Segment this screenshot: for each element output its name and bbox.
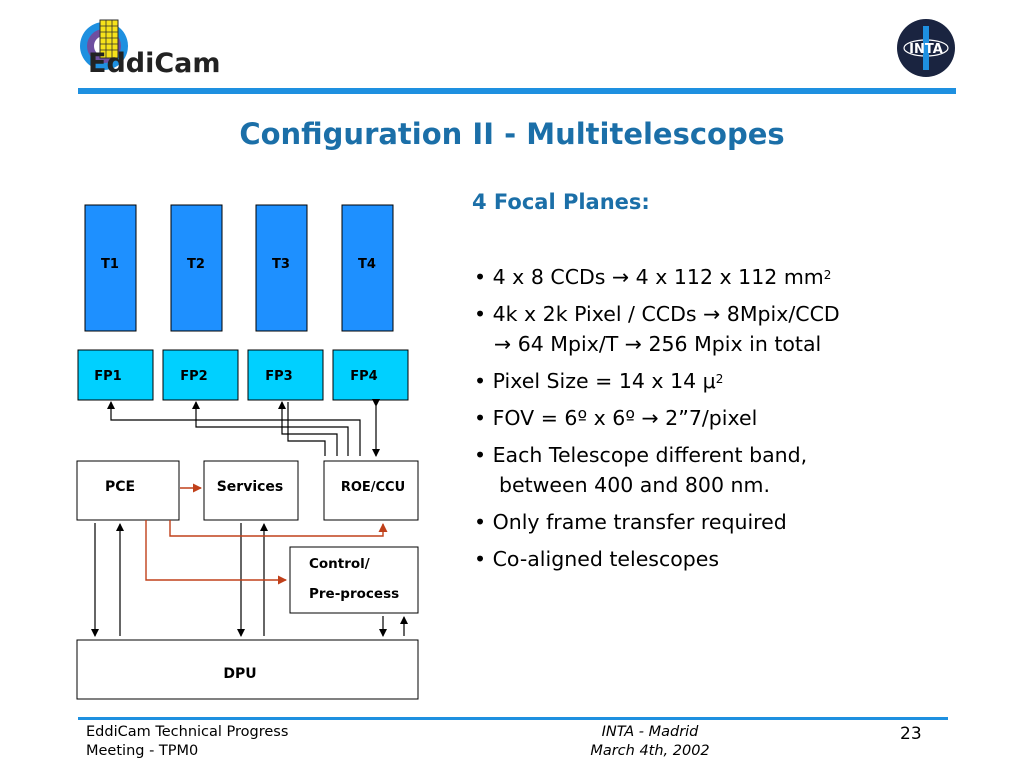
header-divider [78, 88, 956, 94]
eddicam-logo: EddiCam [80, 19, 221, 79]
roe-ccu-block: ROE/CCU [323, 460, 419, 521]
footer-meeting: EddiCam Technical Progress Meeting - TPM… [86, 723, 288, 761]
telescope-T3: T3 [255, 204, 308, 332]
focal-plane-FP1: FP1 [77, 349, 154, 401]
bullet-fov: • FOV = 6º x 6º → 2”7/pixel [474, 406, 758, 430]
telescope-label: T1 [101, 257, 119, 272]
telescope-T4: T4 [341, 204, 394, 332]
footer-date: March 4th, 2002 [590, 743, 710, 759]
dpu-label: DPU [223, 666, 256, 682]
focal-plane-FP4: FP4 [332, 349, 409, 401]
focal-plane-FP2: FP2 [162, 349, 239, 401]
focal-plane-label: FP2 [180, 369, 207, 384]
preprocess-label: Pre-process [309, 586, 399, 602]
services-label: Services [217, 479, 284, 495]
bullet-ccds: • 4 x 8 CCDs → 4 x 112 x 112 mm2 [474, 265, 832, 289]
bullet-frame-transfer: • Only frame transfer required [474, 510, 787, 534]
footer-divider [78, 717, 948, 720]
services-block: Services [203, 460, 299, 521]
footer-meeting-line2: Meeting - TPM0 [86, 743, 199, 759]
focal-plane-FP3: FP3 [247, 349, 324, 401]
slide-title: Configuration II - Multitelescopes [239, 117, 785, 151]
pce-block: PCE [76, 460, 180, 521]
telescope-T2: T2 [170, 204, 223, 332]
control-label: Control/ [309, 556, 370, 572]
inta-logo-text: INTA [909, 42, 943, 57]
telescope-T1: T1 [84, 204, 137, 332]
specs-list: • 4 x 8 CCDs → 4 x 112 x 112 mm2 • 4k x … [474, 262, 954, 581]
telescope-label: T3 [272, 257, 290, 272]
bullet-band: • Each Telescope different band,between … [474, 443, 808, 497]
footer-location-date: INTA - Madrid March 4th, 2002 [560, 723, 740, 761]
inta-logo: INTA [897, 19, 955, 77]
control-connectors [145, 483, 388, 585]
telescope-label: T4 [358, 257, 376, 272]
bullet-pixel-size: • Pixel Size = 14 x 14 μ2 [474, 369, 724, 393]
dpu-block: DPU [76, 639, 419, 700]
logo-wordmark: EddiCam [88, 48, 221, 79]
pce-label: PCE [105, 479, 135, 495]
bullet-coaligned: • Co-aligned telescopes [474, 547, 720, 571]
roe-ccu-label: ROE/CCU [341, 480, 405, 495]
page-number: 23 [900, 724, 922, 744]
system-block-diagram: T1 T2 T3 T4 FP1 FP2 FP3 FP4 PCE Services… [76, 204, 419, 700]
focal-planes-heading: 4 Focal Planes: [472, 190, 650, 214]
footer-meeting-line1: EddiCam Technical Progress [86, 724, 289, 740]
focal-plane-label: FP3 [265, 369, 292, 384]
focal-plane-label: FP4 [350, 369, 377, 384]
control-preprocess-block: Control/ Pre-process [289, 546, 419, 614]
telescope-label: T2 [187, 257, 205, 272]
footer-location: INTA - Madrid [601, 724, 699, 740]
focal-plane-label: FP1 [94, 369, 121, 384]
bullet-pixels: • 4k x 2k Pixel / CCDs → 8Mpix/CCD→ 64 M… [474, 302, 840, 356]
